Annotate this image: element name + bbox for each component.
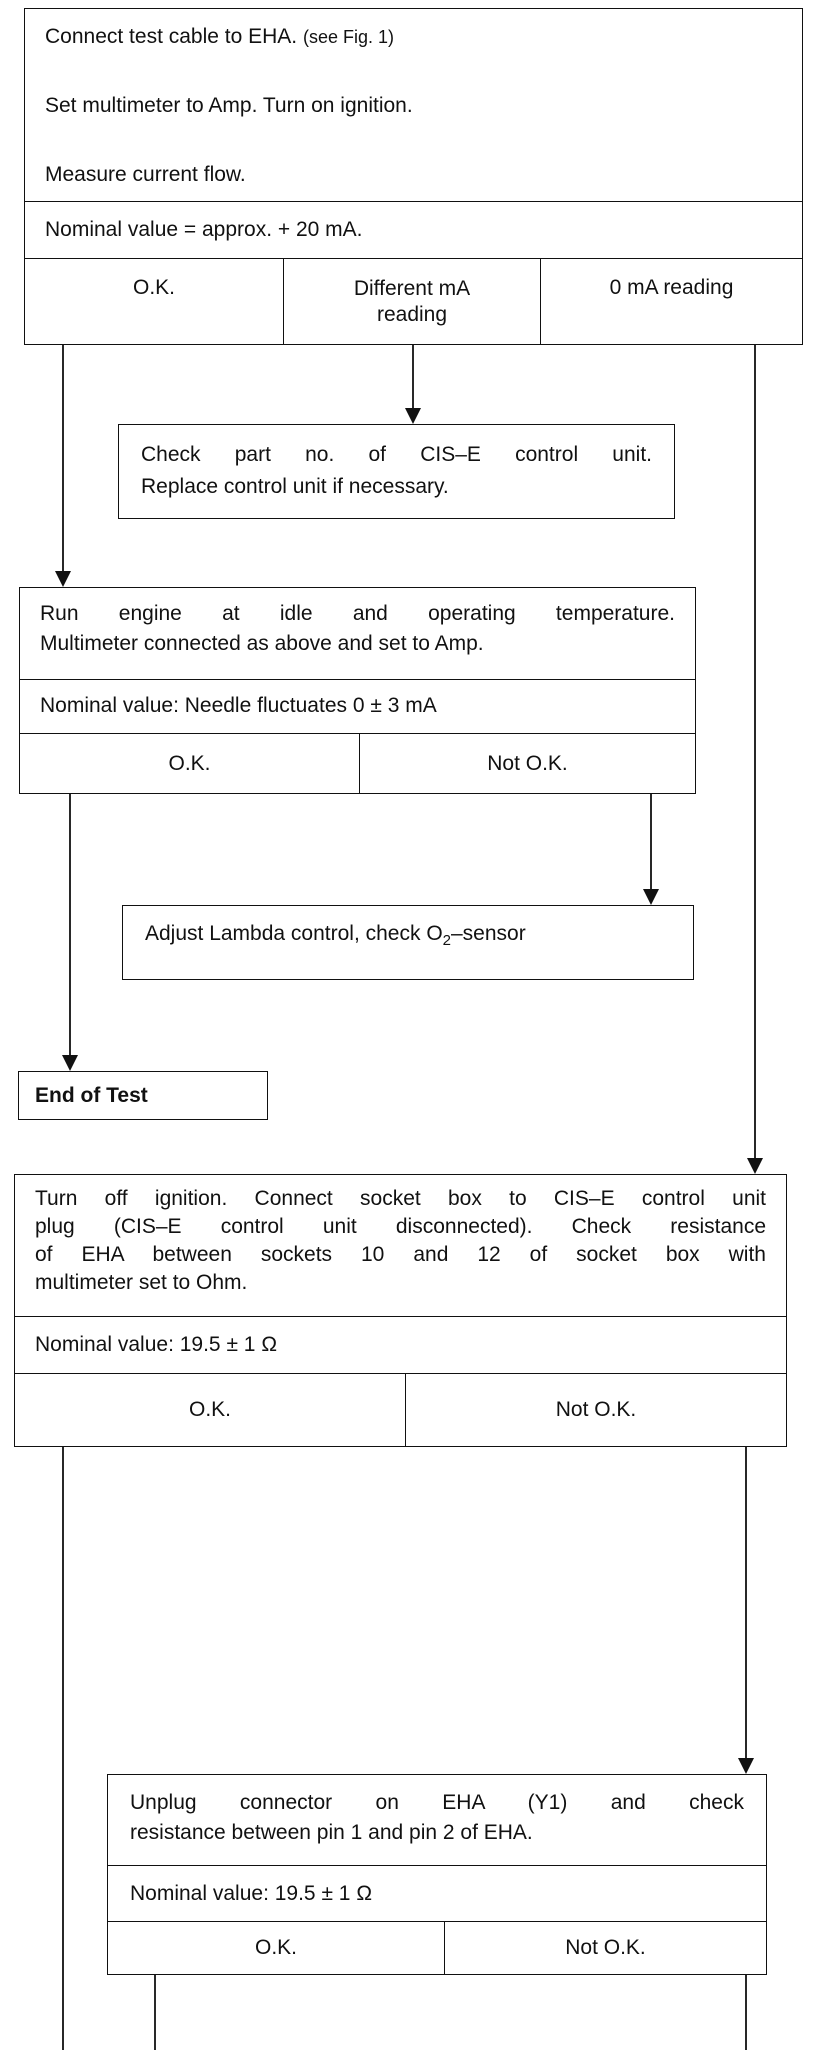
nominal-value-row: Nominal value: Needle fluctuates 0 ± 3 m… [20, 679, 695, 733]
outcome-ok: O.K. [132, 276, 175, 299]
step-line-1: Run engine at idle and operating tempera… [40, 602, 675, 625]
oxygen-subscript: 2 [442, 932, 451, 950]
test-step-current-flow: Connect test cable to EHA. (see Fig. 1) … [24, 8, 803, 345]
outcome-row: O.K. Not O.K. [15, 1373, 786, 1446]
arrowhead-to-box4 [643, 889, 659, 905]
outcome-ok: O.K. [254, 1936, 297, 1959]
check-control-unit-box: Check part no. of CIS–E control unit. Re… [118, 424, 675, 519]
arrowhead-to-box7 [738, 1758, 754, 1774]
test-step-needle-fluctuation: Run engine at idle and operating tempera… [19, 587, 696, 794]
step-line-2: Multimeter connected as above and set to… [40, 632, 484, 655]
nominal-value: Nominal value: 19.5 ± 1 Ω [35, 1333, 278, 1356]
end-of-test-label: End of Test [35, 1084, 148, 1107]
step-line-2: plug (CIS–E control unit disconnected). … [35, 1215, 766, 1238]
check-line-2: Replace control unit if necessary. [141, 475, 449, 498]
step-line-1: Connect test cable to EHA. [45, 25, 298, 48]
outcome-row: O.K. Not O.K. [108, 1921, 766, 1974]
test-step-resistance-socket-box: Turn off ignition. Connect socket box to… [14, 1174, 787, 1447]
arrowhead-to-box6 [747, 1158, 763, 1174]
step-line-3: of EHA between sockets 10 and 12 of sock… [35, 1243, 766, 1266]
step-line-1: Turn off ignition. Connect socket box to… [35, 1187, 766, 1210]
nominal-value-row: Nominal value = approx. + 20 mA. [25, 201, 802, 258]
outcome-not-ok: Not O.K. [444, 1922, 766, 1974]
outcome-not-ok: Not O.K. [405, 1374, 786, 1446]
outcome-ok: O.K. [188, 1398, 231, 1421]
arrowhead-to-box3 [55, 571, 71, 587]
step-line-3: Measure current flow. [45, 163, 246, 186]
outcome-ok: O.K. [168, 751, 211, 775]
step-line-1: Unplug connector on EHA (Y1) and check [130, 1791, 744, 1814]
check-line-1: Check part no. of CIS–E control unit. [141, 443, 652, 466]
outcome-different-reading: Different mA reading [283, 259, 540, 344]
step-line-2: Set multimeter to Amp. Turn on ignition. [45, 94, 413, 117]
outcome-row: O.K. Not O.K. [20, 733, 695, 793]
outcome-not-ok: Not O.K. [359, 734, 695, 793]
test-step-resistance-eha-pins: Unplug connector on EHA (Y1) and check r… [107, 1774, 767, 1975]
arrowhead-to-box2 [405, 408, 421, 424]
end-of-test-box: End of Test [18, 1071, 268, 1120]
nominal-value: Nominal value: Needle fluctuates 0 ± 3 m… [40, 694, 437, 717]
step-line-4: multimeter set to Ohm. [35, 1271, 248, 1294]
arrowhead-to-box5 [62, 1055, 78, 1071]
adjust-lambda-box: Adjust Lambda control, check O2–sensor [122, 905, 694, 980]
nominal-value-row: Nominal value: 19.5 ± 1 Ω [108, 1865, 766, 1921]
step-text: Connect test cable to EHA. (see Fig. 1) [45, 23, 394, 51]
adjust-text: Adjust Lambda control, check O2–sensor [145, 922, 526, 950]
outcome-zero-reading: 0 mA reading [540, 259, 802, 344]
nominal-value-row: Nominal value: 19.5 ± 1 Ω [15, 1316, 786, 1373]
outcome-row: O.K. Different mA reading 0 mA reading [25, 258, 802, 344]
figure-reference: (see Fig. 1) [302, 27, 395, 47]
nominal-value: Nominal value: 19.5 ± 1 Ω [130, 1882, 373, 1905]
step-line-2: resistance between pin 1 and pin 2 of EH… [130, 1821, 533, 1844]
nominal-value: Nominal value = approx. + 20 mA. [45, 218, 363, 241]
